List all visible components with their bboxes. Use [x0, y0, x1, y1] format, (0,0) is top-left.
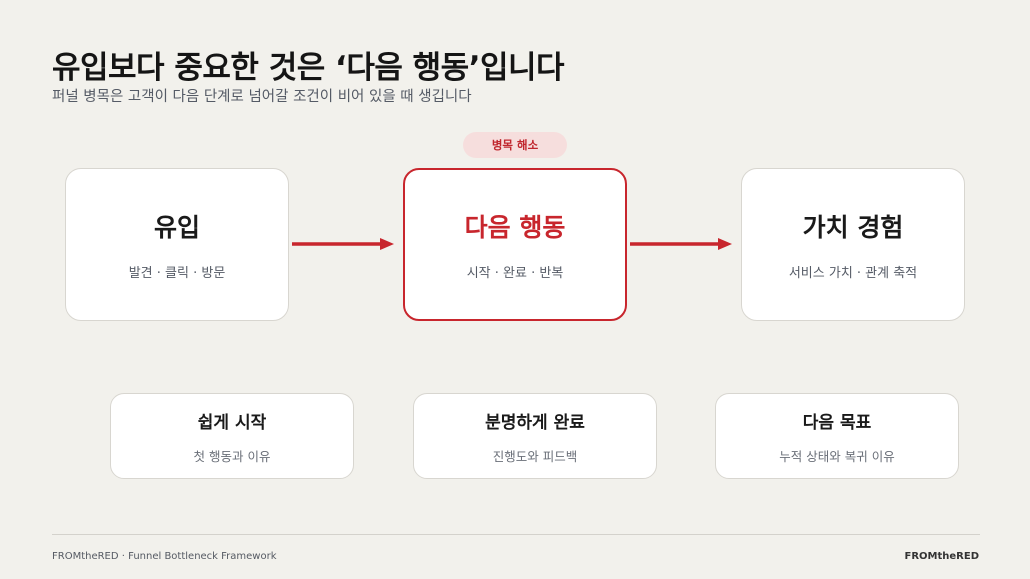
principle-detail: 첫 행동과 이유	[193, 448, 271, 464]
footer-caption: FROMtheRED · Funnel Bottleneck Framework	[52, 551, 277, 562]
footer-divider	[52, 534, 980, 535]
stage-title: 가치 경험	[802, 213, 904, 242]
principle-card-clear-completion: 분명하게 완료 진행도와 피드백	[413, 393, 657, 479]
stage-card-inflow: 유입 발견 · 클릭 · 방문	[65, 168, 289, 321]
principle-title: 다음 목표	[802, 412, 872, 433]
stage-title: 다음 행동	[464, 213, 566, 242]
stage-title: 유입	[153, 213, 200, 242]
page-title: 유입보다 중요한 것은 ‘다음 행동’입니다	[52, 50, 565, 86]
footer-brand: FROMtheRED	[904, 551, 980, 562]
principle-detail: 누적 상태와 복귀 이유	[779, 448, 895, 464]
principle-card-next-goal: 다음 목표 누적 상태와 복귀 이유	[715, 393, 959, 479]
principle-title: 쉽게 시작	[197, 412, 267, 433]
bottleneck-badge: 병목 해소	[463, 132, 567, 158]
stage-card-next-action: 다음 행동 시작 · 완료 · 반복	[403, 168, 627, 321]
arrow-right-icon	[630, 238, 732, 250]
stage-card-value-experience: 가치 경험 서비스 가치 · 관계 축적	[741, 168, 965, 321]
stage-detail: 시작 · 완료 · 반복	[466, 266, 564, 281]
stage-detail: 발견 · 클릭 · 방문	[128, 266, 226, 281]
principle-detail: 진행도와 피드백	[492, 448, 578, 464]
principle-card-easy-start: 쉽게 시작 첫 행동과 이유	[110, 393, 354, 479]
stage-detail: 서비스 가치 · 관계 축적	[788, 266, 918, 281]
arrow-right-icon	[292, 238, 394, 250]
page-subtitle: 퍼널 병목은 고객이 다음 단계로 넘어갈 조건이 비어 있을 때 생깁니다	[52, 89, 472, 105]
principle-title: 분명하게 완료	[485, 412, 585, 433]
